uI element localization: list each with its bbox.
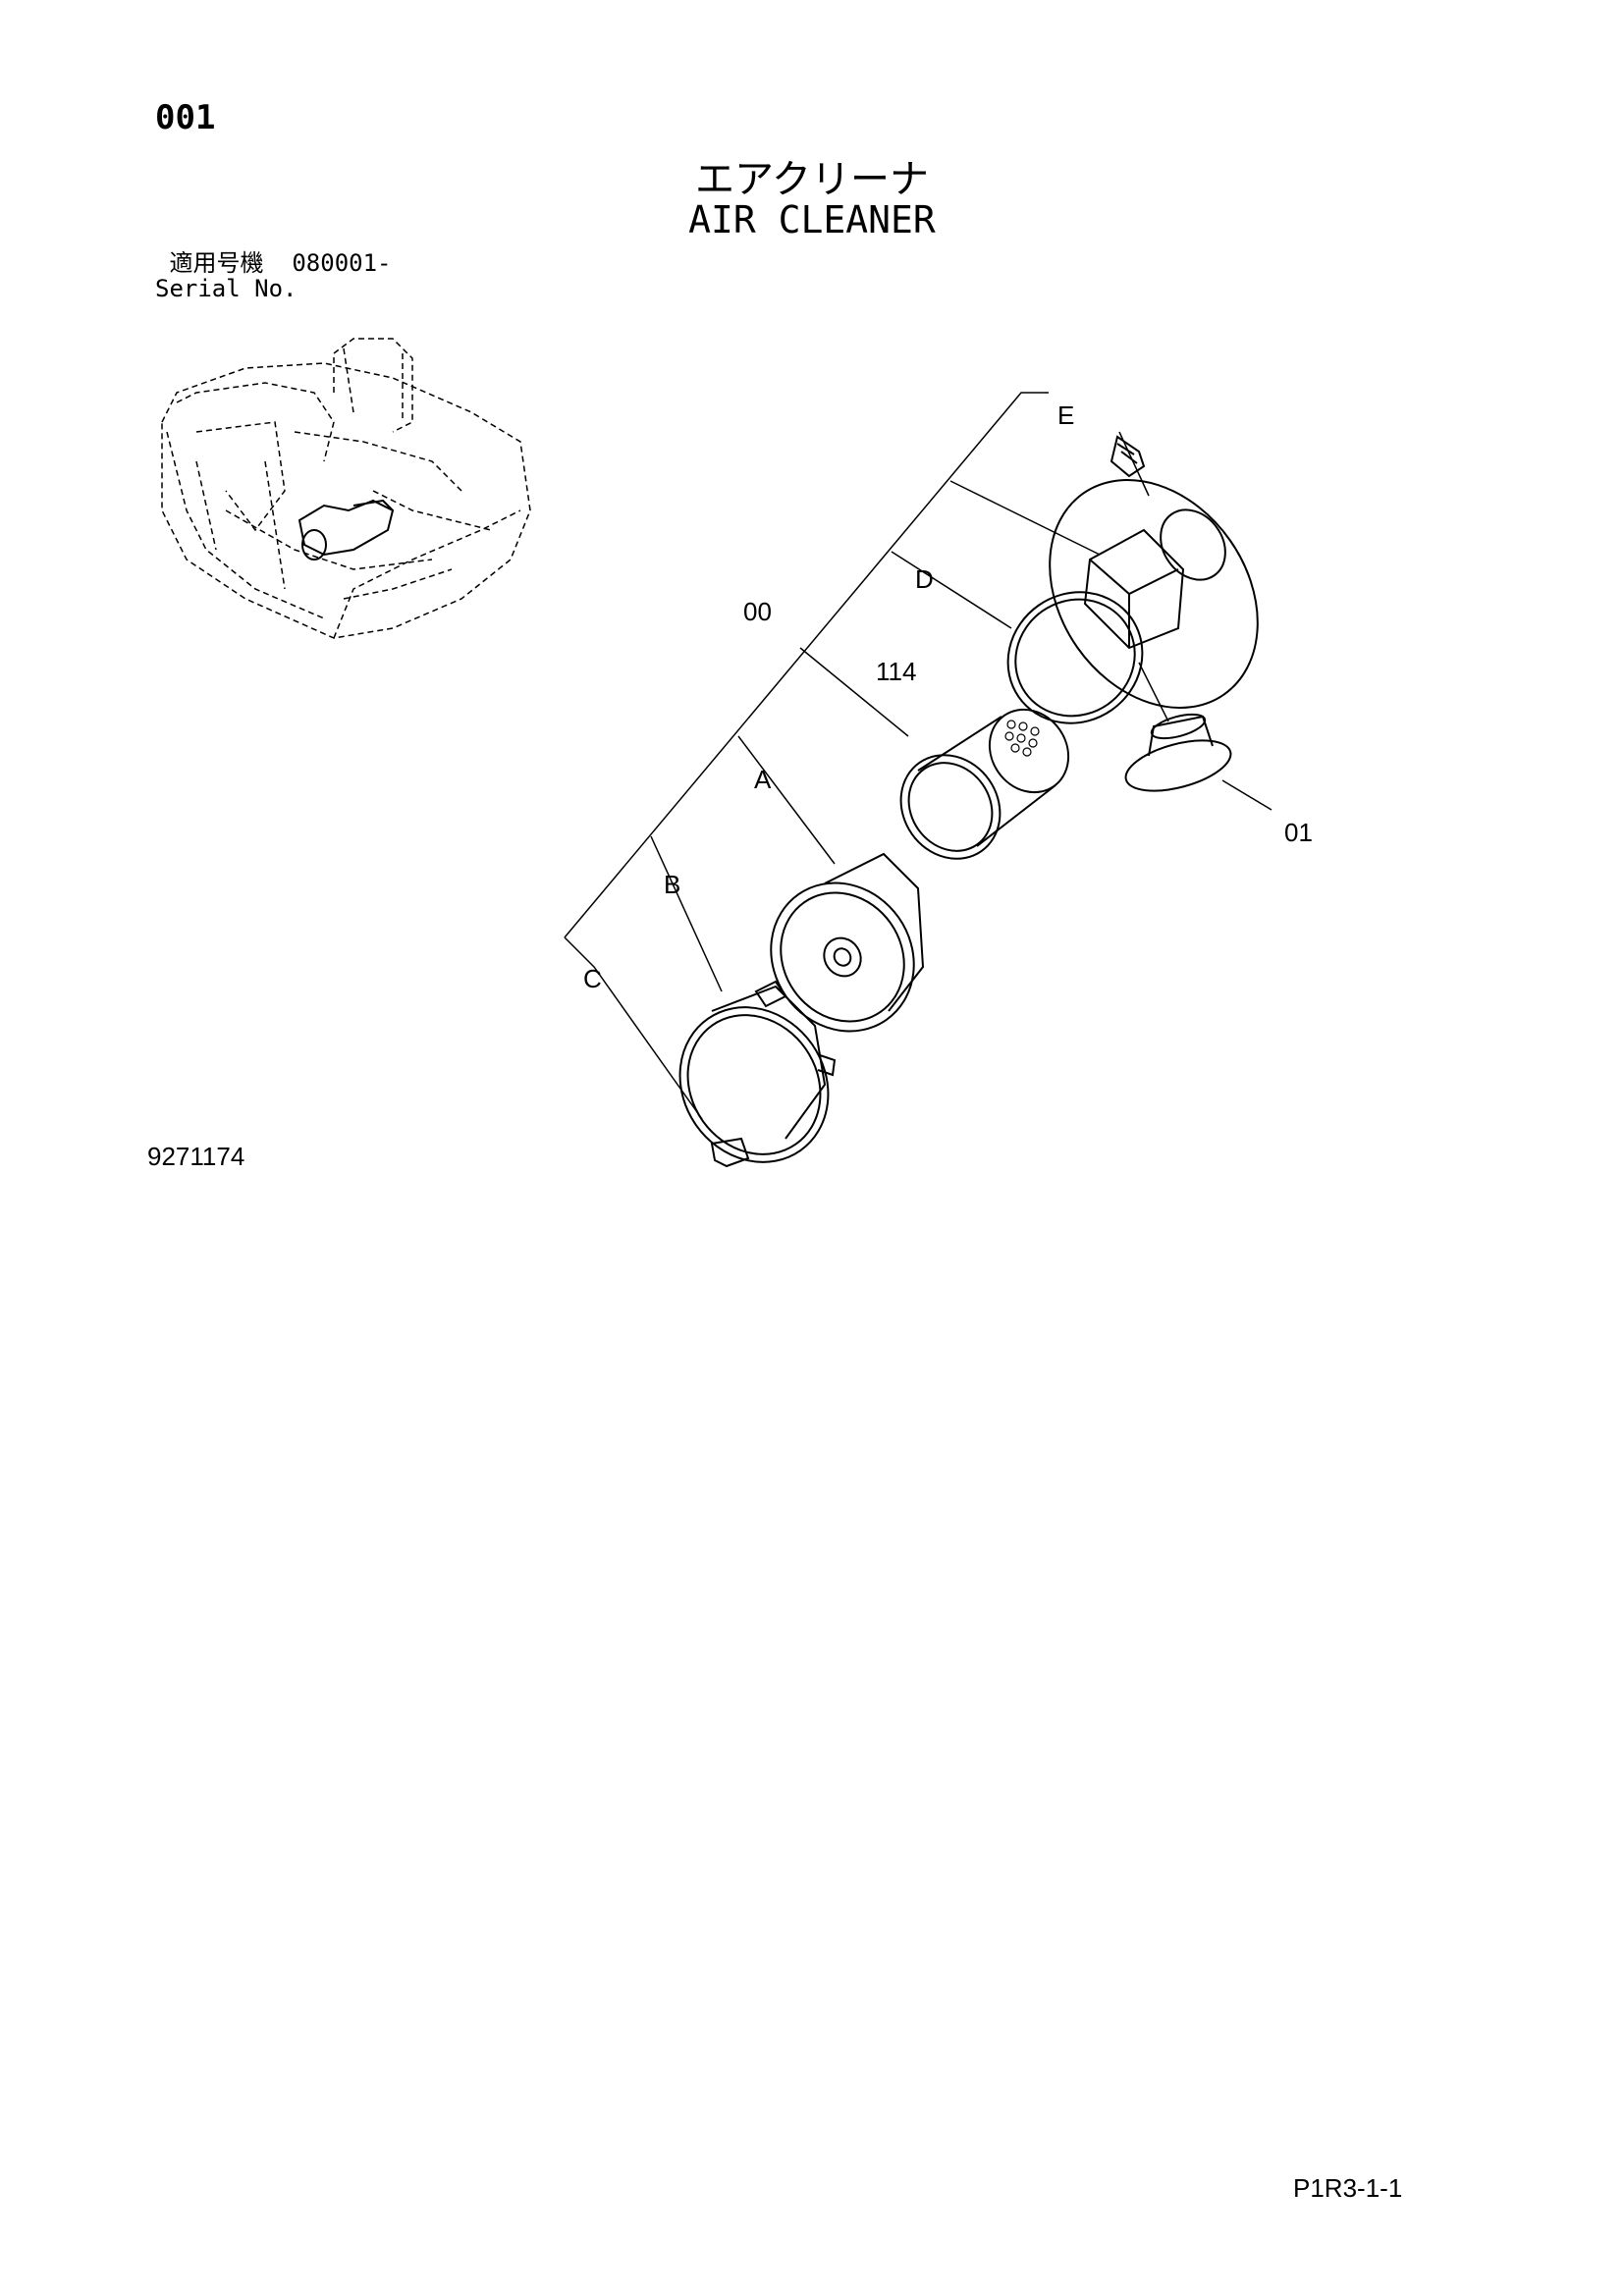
part-e-restriction-indicator [1110, 435, 1146, 478]
serial-label-jp: 適用号機 [169, 249, 264, 277]
callout-d: D [915, 564, 934, 594]
serial-range: 080001- [292, 249, 392, 277]
callout-114: 114 [876, 657, 916, 686]
part-114-safety-element [899, 708, 1070, 860]
air-cleaner-location-mark [298, 499, 395, 561]
callout-00: 00 [743, 597, 772, 626]
page-title-jp: エアクリーナ [695, 157, 929, 202]
callout-c: C [583, 964, 602, 993]
serial-row-jp: 適用号機 080001- [155, 249, 392, 277]
part-a-primary-element [770, 852, 925, 1033]
drawing-number: 9271174 [147, 1142, 245, 1171]
callout-b: B [664, 870, 680, 899]
page-title-en: AIR CLEANER [688, 198, 936, 241]
callout-a: A [754, 765, 772, 794]
serial-block: 適用号機 080001- Serial No. [155, 250, 392, 301]
machine-location-inset [161, 338, 531, 639]
serial-label-en: Serial No. [155, 275, 298, 302]
part-b-cover [678, 980, 837, 1163]
part-01-vacuator-valve [1124, 713, 1232, 792]
part-c-dust-valve [710, 1137, 750, 1168]
callout-e: E [1057, 400, 1074, 430]
page-reference: P1R3-1-1 [1293, 2173, 1403, 2203]
callout-01: 01 [1284, 818, 1313, 847]
page-number: 001 [155, 98, 216, 137]
housing-body [1049, 479, 1259, 709]
part-d-o-ring [1006, 591, 1144, 724]
leader-lines [564, 392, 1272, 1120]
